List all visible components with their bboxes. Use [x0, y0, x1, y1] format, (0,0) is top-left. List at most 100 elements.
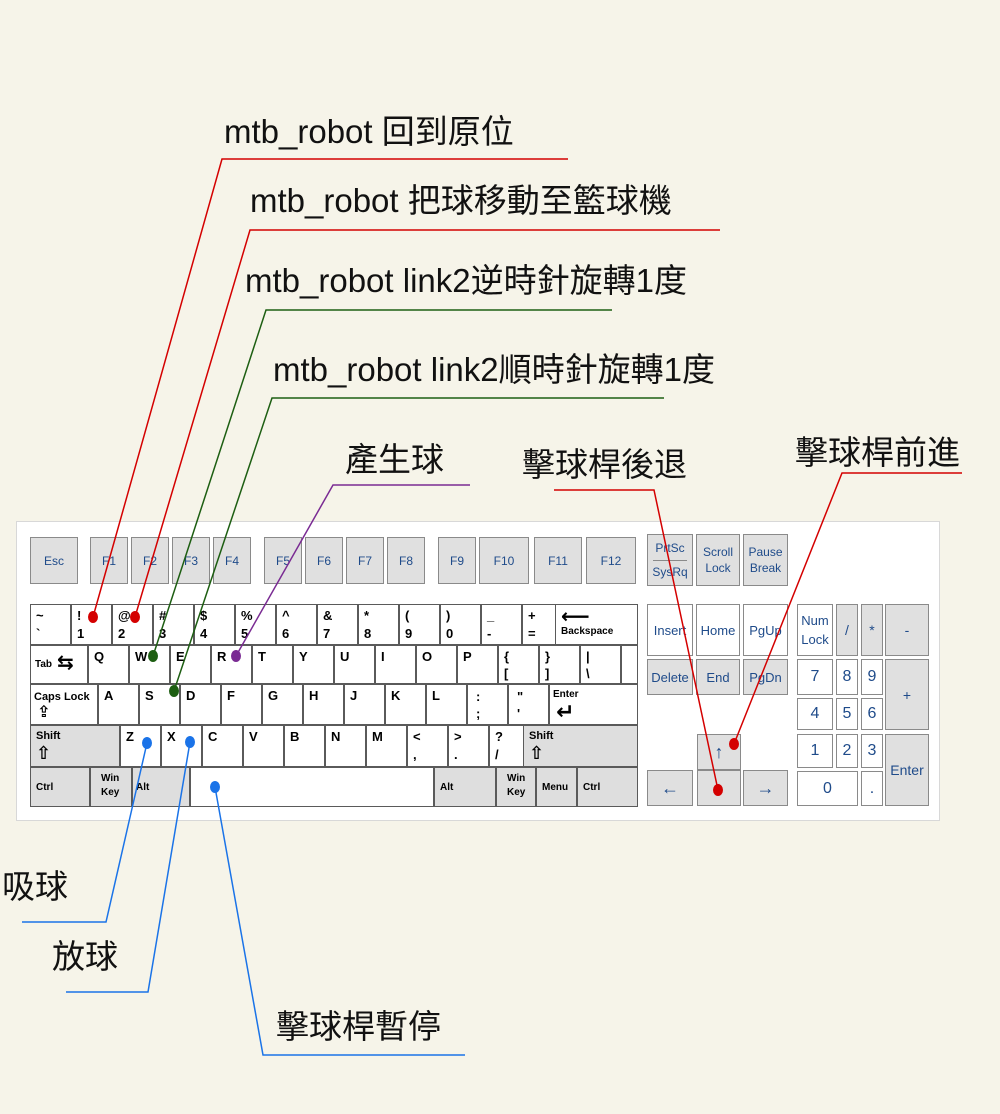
key-num-6[interactable]: 6: [861, 698, 883, 730]
key-o[interactable]: O: [416, 645, 457, 684]
key-num-4[interactable]: 4: [797, 698, 833, 730]
key-num-row-0[interactable]: ~`: [30, 604, 71, 645]
key-pgup[interactable]: PgUp: [743, 604, 788, 656]
key-k[interactable]: K: [385, 684, 426, 725]
key-num-minus[interactable]: -: [885, 604, 929, 656]
key-num-row-1[interactable]: !1: [71, 604, 112, 645]
key-insert[interactable]: Insert: [647, 604, 693, 656]
key-num-row-6[interactable]: ^6: [276, 604, 317, 645]
key-f12[interactable]: F12: [586, 537, 636, 584]
key-right-shift[interactable]: Shift⇧: [523, 725, 638, 767]
key-f1[interactable]: F1: [90, 537, 128, 584]
key-f10[interactable]: F10: [479, 537, 529, 584]
key-x[interactable]: X: [161, 725, 202, 767]
key-f11[interactable]: F11: [534, 537, 582, 584]
key-right-ctrl[interactable]: Ctrl: [577, 767, 638, 807]
key-num-row-10[interactable]: )0: [440, 604, 481, 645]
key-q[interactable]: Q: [88, 645, 129, 684]
key-z-sym-1[interactable]: >.: [448, 725, 489, 767]
key-row2-end[interactable]: [621, 645, 638, 684]
key-a[interactable]: A: [98, 684, 139, 725]
key-t[interactable]: T: [252, 645, 293, 684]
key-num-5[interactable]: 5: [836, 698, 858, 730]
key-num-plus[interactable]: +: [885, 659, 929, 730]
key-num-enter[interactable]: Enter: [885, 734, 929, 806]
key-num-row-5[interactable]: %5: [235, 604, 276, 645]
key-e[interactable]: E: [170, 645, 211, 684]
key-arrow-up[interactable]: ↑: [697, 734, 741, 770]
key-g[interactable]: G: [262, 684, 303, 725]
key-num-row-11[interactable]: _-: [481, 604, 522, 645]
key-num-7[interactable]: 7: [797, 659, 833, 695]
key-left-ctrl[interactable]: Ctrl: [30, 767, 90, 807]
key-f7[interactable]: F7: [346, 537, 384, 584]
key-f3[interactable]: F3: [172, 537, 210, 584]
key-num-multiply[interactable]: *: [861, 604, 883, 656]
key-m[interactable]: M: [366, 725, 407, 767]
key-num-2[interactable]: 2: [836, 734, 858, 768]
key-left-shift[interactable]: Shift⇧: [30, 725, 120, 767]
key-b[interactable]: B: [284, 725, 325, 767]
key-menu[interactable]: Menu: [536, 767, 577, 807]
key-r[interactable]: R: [211, 645, 252, 684]
key-num-decimal[interactable]: .: [861, 771, 883, 806]
key-s[interactable]: S: [139, 684, 180, 725]
key-q-sym-1[interactable]: }]: [539, 645, 580, 684]
key-w[interactable]: W: [129, 645, 170, 684]
key-num-9[interactable]: 9: [861, 659, 883, 695]
key-num-lock[interactable]: Num Lock: [797, 604, 833, 656]
key-backspace[interactable]: ⟵Backspace: [555, 604, 638, 645]
key-num-row-2[interactable]: @2: [112, 604, 153, 645]
key-l[interactable]: L: [426, 684, 467, 725]
key-f5[interactable]: F5: [264, 537, 302, 584]
key-esc[interactable]: Esc: [30, 537, 78, 584]
key-a-sym-0[interactable]: :;: [467, 684, 508, 725]
key-d[interactable]: D: [180, 684, 221, 725]
key-pgdn[interactable]: PgDn: [743, 659, 788, 695]
key-h[interactable]: H: [303, 684, 344, 725]
key-left-alt[interactable]: Alt: [132, 767, 190, 807]
key-f4[interactable]: F4: [213, 537, 251, 584]
key-num-8[interactable]: 8: [836, 659, 858, 695]
key-scroll-lock[interactable]: Scroll Lock: [696, 534, 740, 586]
key-f[interactable]: F: [221, 684, 262, 725]
key-v[interactable]: V: [243, 725, 284, 767]
key-arrow-left[interactable]: ←: [647, 770, 693, 806]
key-home[interactable]: Home: [696, 604, 740, 656]
key-num-0[interactable]: 0: [797, 771, 858, 806]
key-f6[interactable]: F6: [305, 537, 343, 584]
key-f2[interactable]: F2: [131, 537, 169, 584]
key-num-3[interactable]: 3: [861, 734, 883, 768]
key-enter[interactable]: Enter↵: [549, 684, 638, 725]
key-q-sym-0[interactable]: {[: [498, 645, 539, 684]
key-q-sym-2[interactable]: |\: [580, 645, 621, 684]
key-num-row-3[interactable]: #3: [153, 604, 194, 645]
key-space[interactable]: [190, 767, 434, 807]
key-p[interactable]: P: [457, 645, 498, 684]
key-caps-lock[interactable]: Caps Lock⇪: [30, 684, 98, 725]
key-right-alt[interactable]: Alt: [434, 767, 496, 807]
key-num-row-7[interactable]: &7: [317, 604, 358, 645]
key-delete[interactable]: Delete: [647, 659, 693, 695]
key-num-divide[interactable]: /: [836, 604, 858, 656]
key-f9[interactable]: F9: [438, 537, 476, 584]
key-pause[interactable]: Pause Break: [743, 534, 788, 586]
key-prtsc[interactable]: PrtSc SysRq: [647, 534, 693, 586]
key-j[interactable]: J: [344, 684, 385, 725]
key-u[interactable]: U: [334, 645, 375, 684]
key-arrow-down[interactable]: ↓: [697, 770, 741, 806]
key-num-row-4[interactable]: $4: [194, 604, 235, 645]
key-num-1[interactable]: 1: [797, 734, 833, 768]
key-z-sym-0[interactable]: <,: [407, 725, 448, 767]
key-y[interactable]: Y: [293, 645, 334, 684]
key-f8[interactable]: F8: [387, 537, 425, 584]
key-tab[interactable]: Tab⇆: [30, 645, 88, 684]
key-z[interactable]: Z: [120, 725, 161, 767]
key-n[interactable]: N: [325, 725, 366, 767]
key-arrow-right[interactable]: →: [743, 770, 788, 806]
key-num-row-8[interactable]: *8: [358, 604, 399, 645]
key-end[interactable]: End: [696, 659, 740, 695]
key-num-row-9[interactable]: (9: [399, 604, 440, 645]
